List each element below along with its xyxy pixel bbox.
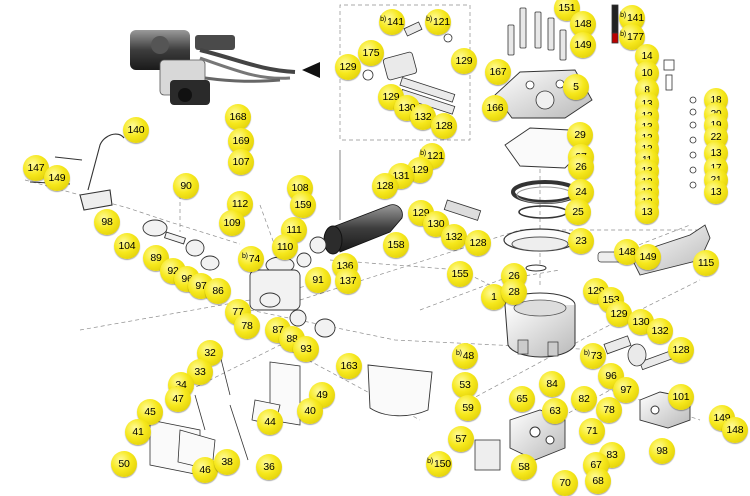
part-callout: b)141 (379, 9, 405, 35)
part-callout: 175 (358, 40, 384, 66)
part-callout: 148 (722, 417, 748, 443)
shield-cover (367, 364, 433, 417)
part-callout: 13 (704, 180, 728, 204)
part-callout: 149 (570, 32, 596, 58)
seal-rings (503, 180, 579, 272)
part-callout: 57 (448, 426, 474, 452)
part-callout: 63 (542, 398, 568, 424)
part-callout: 65 (509, 386, 535, 412)
cover-bolts (507, 4, 619, 61)
part-callout: 5 (563, 74, 589, 100)
part-callout: 107 (228, 149, 254, 175)
part-callout: 167 (485, 59, 511, 85)
part-callout: 58 (511, 454, 537, 480)
part-callout: 90 (173, 173, 199, 199)
part-callout: 158 (383, 232, 409, 258)
part-callout: 163 (336, 353, 362, 379)
part-callout: 159 (290, 192, 316, 218)
part-callout: 59 (455, 395, 481, 421)
part-callout: 38 (214, 449, 240, 475)
part-callout: 110 (272, 234, 298, 260)
part-callout: 132 (441, 224, 467, 250)
part-callout: b)73 (580, 343, 606, 369)
part-callout: 46 (192, 457, 218, 483)
part-callout: 91 (305, 267, 331, 293)
part-callout: b)150 (426, 451, 452, 477)
part-callout: 128 (668, 337, 694, 363)
part-callout: 68 (585, 468, 611, 494)
part-callout: 129 (451, 48, 477, 74)
part-callout: 86 (205, 278, 231, 304)
valve-inset-parts (362, 21, 456, 115)
part-callout: 168 (225, 104, 251, 130)
part-callout: 128 (431, 113, 457, 139)
part-callout: b)177 (619, 24, 645, 50)
part-callout: 109 (219, 210, 245, 236)
part-callout: 23 (568, 228, 594, 254)
part-callout: 128 (465, 230, 491, 256)
part-callout: 101 (668, 384, 694, 410)
part-callout: b)121 (425, 9, 451, 35)
cylinder-part (443, 199, 482, 221)
part-callout: 71 (579, 418, 605, 444)
part-callout: 44 (257, 409, 283, 435)
part-callout: 40 (297, 398, 323, 424)
part-callout: 115 (693, 250, 719, 276)
part-callout: 25 (565, 199, 591, 225)
part-callout: b)74 (238, 246, 264, 272)
part-callout: 149 (635, 244, 661, 270)
part-callout: 149 (44, 165, 70, 191)
part-callout: 129 (606, 301, 632, 327)
part-callout: 129 (335, 54, 361, 80)
part-callout: 84 (539, 371, 565, 397)
part-callout: 47 (165, 386, 191, 412)
part-callout: 132 (647, 318, 673, 344)
part-callout: 53 (452, 372, 478, 398)
part-callout: 78 (234, 313, 260, 339)
part-callout: 98 (649, 438, 675, 464)
part-callout: 45 (137, 399, 163, 425)
part-callout: 82 (571, 386, 597, 412)
part-callout: 97 (613, 377, 639, 403)
part-callout: 36 (256, 454, 282, 480)
part-callout: 50 (111, 451, 137, 477)
part-callout: 93 (293, 336, 319, 362)
part-callout: 70 (552, 470, 578, 496)
part-callout: 128 (372, 173, 398, 199)
part-callout: 28 (501, 279, 527, 305)
part-callout: 98 (94, 209, 120, 235)
part-callout: 104 (114, 233, 140, 259)
strapping-tool-photo (130, 30, 320, 105)
part-callout: 89 (143, 245, 169, 271)
part-callout: 137 (335, 268, 361, 294)
part-callout: 166 (482, 95, 508, 121)
main-housing (504, 292, 576, 358)
right-column-parts (663, 59, 697, 189)
drive-motor (323, 150, 403, 255)
part-callout: 29 (567, 122, 593, 148)
part-callout: 140 (123, 117, 149, 143)
part-callout: 13 (635, 200, 659, 224)
part-callout: 155 (447, 261, 473, 287)
part-callout: b)48 (452, 343, 478, 369)
part-callout: 26 (568, 154, 594, 180)
part-callout: 78 (596, 397, 622, 423)
part-callout: 41 (125, 419, 151, 445)
gear-train (142, 219, 336, 338)
